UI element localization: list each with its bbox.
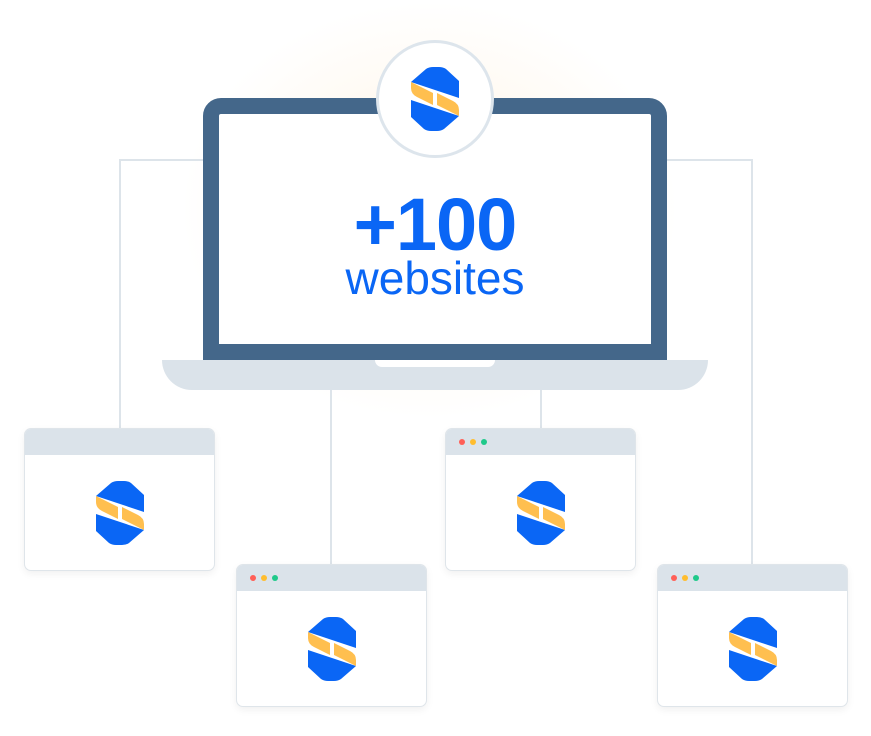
s-logo-icon	[411, 67, 459, 131]
s-logo-icon	[728, 616, 777, 681]
close-dot-icon	[250, 575, 256, 581]
s-logo-icon	[516, 480, 565, 545]
close-dot-icon	[671, 575, 677, 581]
website-window	[445, 428, 636, 571]
logo-badge	[376, 40, 494, 158]
connector-line	[119, 159, 203, 161]
headline: +100	[353, 183, 518, 266]
s-logo-icon	[307, 616, 356, 681]
minimize-dot-icon	[682, 575, 688, 581]
window-header	[237, 565, 426, 591]
connector-line	[330, 390, 332, 565]
s-logo-icon	[95, 480, 144, 545]
website-window	[657, 564, 848, 707]
window-header	[25, 429, 214, 455]
maximize-dot-icon	[481, 439, 487, 445]
website-window	[24, 428, 215, 571]
connector-line	[667, 159, 753, 161]
connector-line	[751, 159, 753, 565]
window-header	[446, 429, 635, 455]
close-dot-icon	[459, 439, 465, 445]
maximize-dot-icon	[272, 575, 278, 581]
minimize-dot-icon	[470, 439, 476, 445]
website-window	[236, 564, 427, 707]
connector-line	[540, 390, 542, 428]
maximize-dot-icon	[693, 575, 699, 581]
window-header	[658, 565, 847, 591]
laptop-notch	[375, 360, 495, 367]
minimize-dot-icon	[261, 575, 267, 581]
connector-line	[119, 159, 121, 429]
subtitle: websites	[345, 252, 525, 304]
